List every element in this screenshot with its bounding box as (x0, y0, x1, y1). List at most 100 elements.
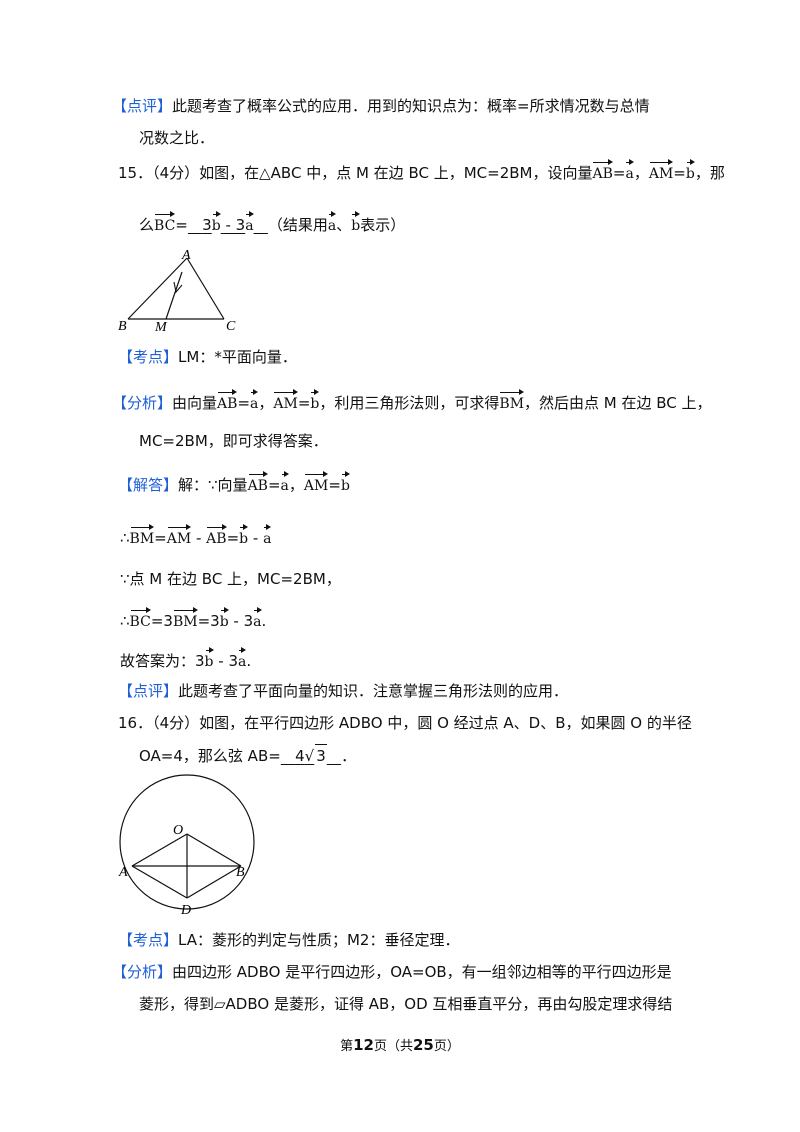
fx15-line-1: 【分析】由向量AB=a，AM=b，利用三角形法则，可求得BM，然后由点 M 在边… (112, 389, 712, 415)
vector-am: AM (167, 524, 192, 550)
therefore-symbol: ∴ (120, 529, 130, 547)
jd15-step-2: ∵点 M 在边 BC 上，MC=2BM， (120, 570, 341, 588)
separator: 、 (336, 216, 352, 234)
vector-ab: AB (217, 389, 238, 415)
vector-bm: BM (173, 607, 198, 633)
equals-sign: = (328, 476, 341, 494)
review-tag: 【点评】 (112, 97, 173, 115)
dp15-line: 【点评】此题考查了平面向量的知识．注意掌握三角形法则的应用． (118, 680, 568, 702)
jd15-answer: 故答案为：3b - 3a. (120, 647, 252, 673)
fx15-line-2: MC=2BM，即可求得答案． (139, 432, 328, 450)
q15-line-2: 么BC= 3b - 3a （结果用a、b表示） (139, 211, 406, 237)
vector-b: b (351, 211, 360, 237)
vector-a: a (328, 211, 337, 237)
label-a: A (118, 865, 128, 880)
footer-text: 页（共 (373, 1039, 413, 1054)
vector-am: AM (273, 389, 299, 415)
kd15-line: 【考点】LM：*平面向量． (118, 346, 297, 368)
footer-text: 第 (340, 1039, 354, 1054)
q15-text: 表示） (360, 216, 406, 234)
circle-o (119, 774, 255, 910)
segment-bd (186, 865, 242, 899)
vector-b: b (205, 647, 214, 673)
q15-text: 么 (139, 216, 155, 234)
minus-coef: - 3 (228, 612, 254, 630)
label-b: B (118, 319, 127, 334)
therefore-symbol: ∴ (120, 612, 130, 630)
equals-sign: = (226, 529, 240, 547)
equals-sign: = (154, 529, 167, 547)
fx16-line-2: 菱形，得到▱ADBO 是菱形，证得 AB，OD 互相垂直平分，再由勾股定理求得结 (139, 995, 673, 1013)
page-number: 12 (353, 1036, 374, 1054)
page-total: 25 (413, 1036, 434, 1054)
side-ac (186, 257, 225, 320)
q15-line-1: 15．（4分）如图，在△ABC 中，点 M 在边 BC 上，MC=2BM，设向量… (118, 159, 725, 185)
kaodian-text: LA：菱形的判定与性质；M2：垂径定理． (178, 931, 460, 949)
equals-coef: =3 (197, 612, 220, 630)
period: . (261, 612, 267, 630)
period: ． (341, 747, 357, 765)
q16-line-1: 16．（4分）如图，在平行四边形 ADBO 中，圆 O 经过点 A、D、B，如果… (118, 714, 692, 732)
vector-b: b (686, 159, 695, 185)
arrow-am-icon (173, 281, 183, 294)
jd15-step-1: ∴BM=AM - AB=b - a (120, 524, 272, 550)
q16-answer: 4√3 (281, 744, 341, 767)
vector-a: a (245, 211, 254, 237)
label-d: D (180, 903, 191, 915)
equals-coef: =3 (150, 612, 173, 630)
fenxi-tag: 【分析】 (112, 963, 173, 981)
comma: ， (258, 394, 274, 412)
period: . (246, 652, 252, 670)
answer-coef: 3 (202, 216, 212, 234)
side-ab (127, 257, 188, 320)
minus-sign: - (248, 529, 264, 547)
vector-ab: AB (206, 524, 227, 550)
jieda-text: 解：∵向量 (178, 476, 248, 494)
vector-ab: AB (592, 159, 614, 185)
kd16-line: 【考点】LA：菱形的判定与性质；M2：垂径定理． (118, 929, 459, 951)
footer-text: 页） (433, 1039, 460, 1054)
vector-b: b (341, 471, 350, 497)
equals-sign: = (267, 476, 281, 494)
comma: ， (633, 164, 649, 182)
fenxi-text: ，然后由点 M 在边 BC 上， (524, 394, 712, 412)
review-tag: 【点评】 (118, 682, 179, 700)
q16-text: OA=4，那么弦 AB= (139, 747, 281, 765)
label-a: A (181, 248, 191, 263)
answer-radicand: 3 (315, 744, 327, 767)
review-text: 此题考查了概率公式的应用．用到的知识点为：概率=所求情况数与总情 (172, 97, 650, 115)
vector-b: b (220, 607, 229, 633)
equals-sign: = (175, 216, 188, 234)
vector-bc: BC (154, 211, 176, 237)
comma: ， (288, 476, 304, 494)
segment-oa (131, 833, 188, 867)
kaodian-tag: 【考点】 (118, 931, 179, 949)
vector-a: a (253, 607, 262, 633)
minus-sign: - (191, 529, 207, 547)
review-line-1: 【点评】此题考查了概率公式的应用．用到的知识点为：概率=所求情况数与总情 (112, 95, 650, 117)
answer-label: 故答案为：3 (120, 652, 205, 670)
page-footer: 第12页（共25页） (0, 1035, 800, 1054)
triangle-figure: A B M C (118, 248, 236, 335)
kaodian-text: LM：*平面向量． (178, 348, 297, 366)
review-text: 此题考查了平面向量的知识．注意掌握三角形法则的应用． (178, 682, 569, 700)
q16-line-2: OA=4，那么弦 AB= 4√3 ． (139, 744, 356, 767)
label-c: C (226, 319, 236, 334)
equals-sign: = (297, 394, 311, 412)
vector-a: a (250, 389, 259, 415)
fenxi-text: 由四边形 ADBO 是平行四边形，OA=OB，有一组邻边相等的平行四边形是 (172, 963, 672, 981)
equals-sign: = (612, 164, 626, 182)
vector-am: AM (304, 471, 329, 497)
jieda-tag: 【解答】 (118, 476, 179, 494)
vector-b: b (212, 211, 221, 237)
vector-bc: BC (130, 607, 152, 633)
equals-sign: = (673, 164, 686, 182)
vector-bm: BM (130, 524, 154, 550)
circle-figure: O A B D (118, 774, 255, 915)
equals-sign: = (237, 394, 251, 412)
label-m: M (154, 320, 168, 335)
segment-ad (131, 865, 188, 899)
vector-a: a (238, 647, 247, 673)
fenxi-text: 由向量 (172, 394, 218, 412)
minus-coef: - 3 (213, 652, 239, 670)
